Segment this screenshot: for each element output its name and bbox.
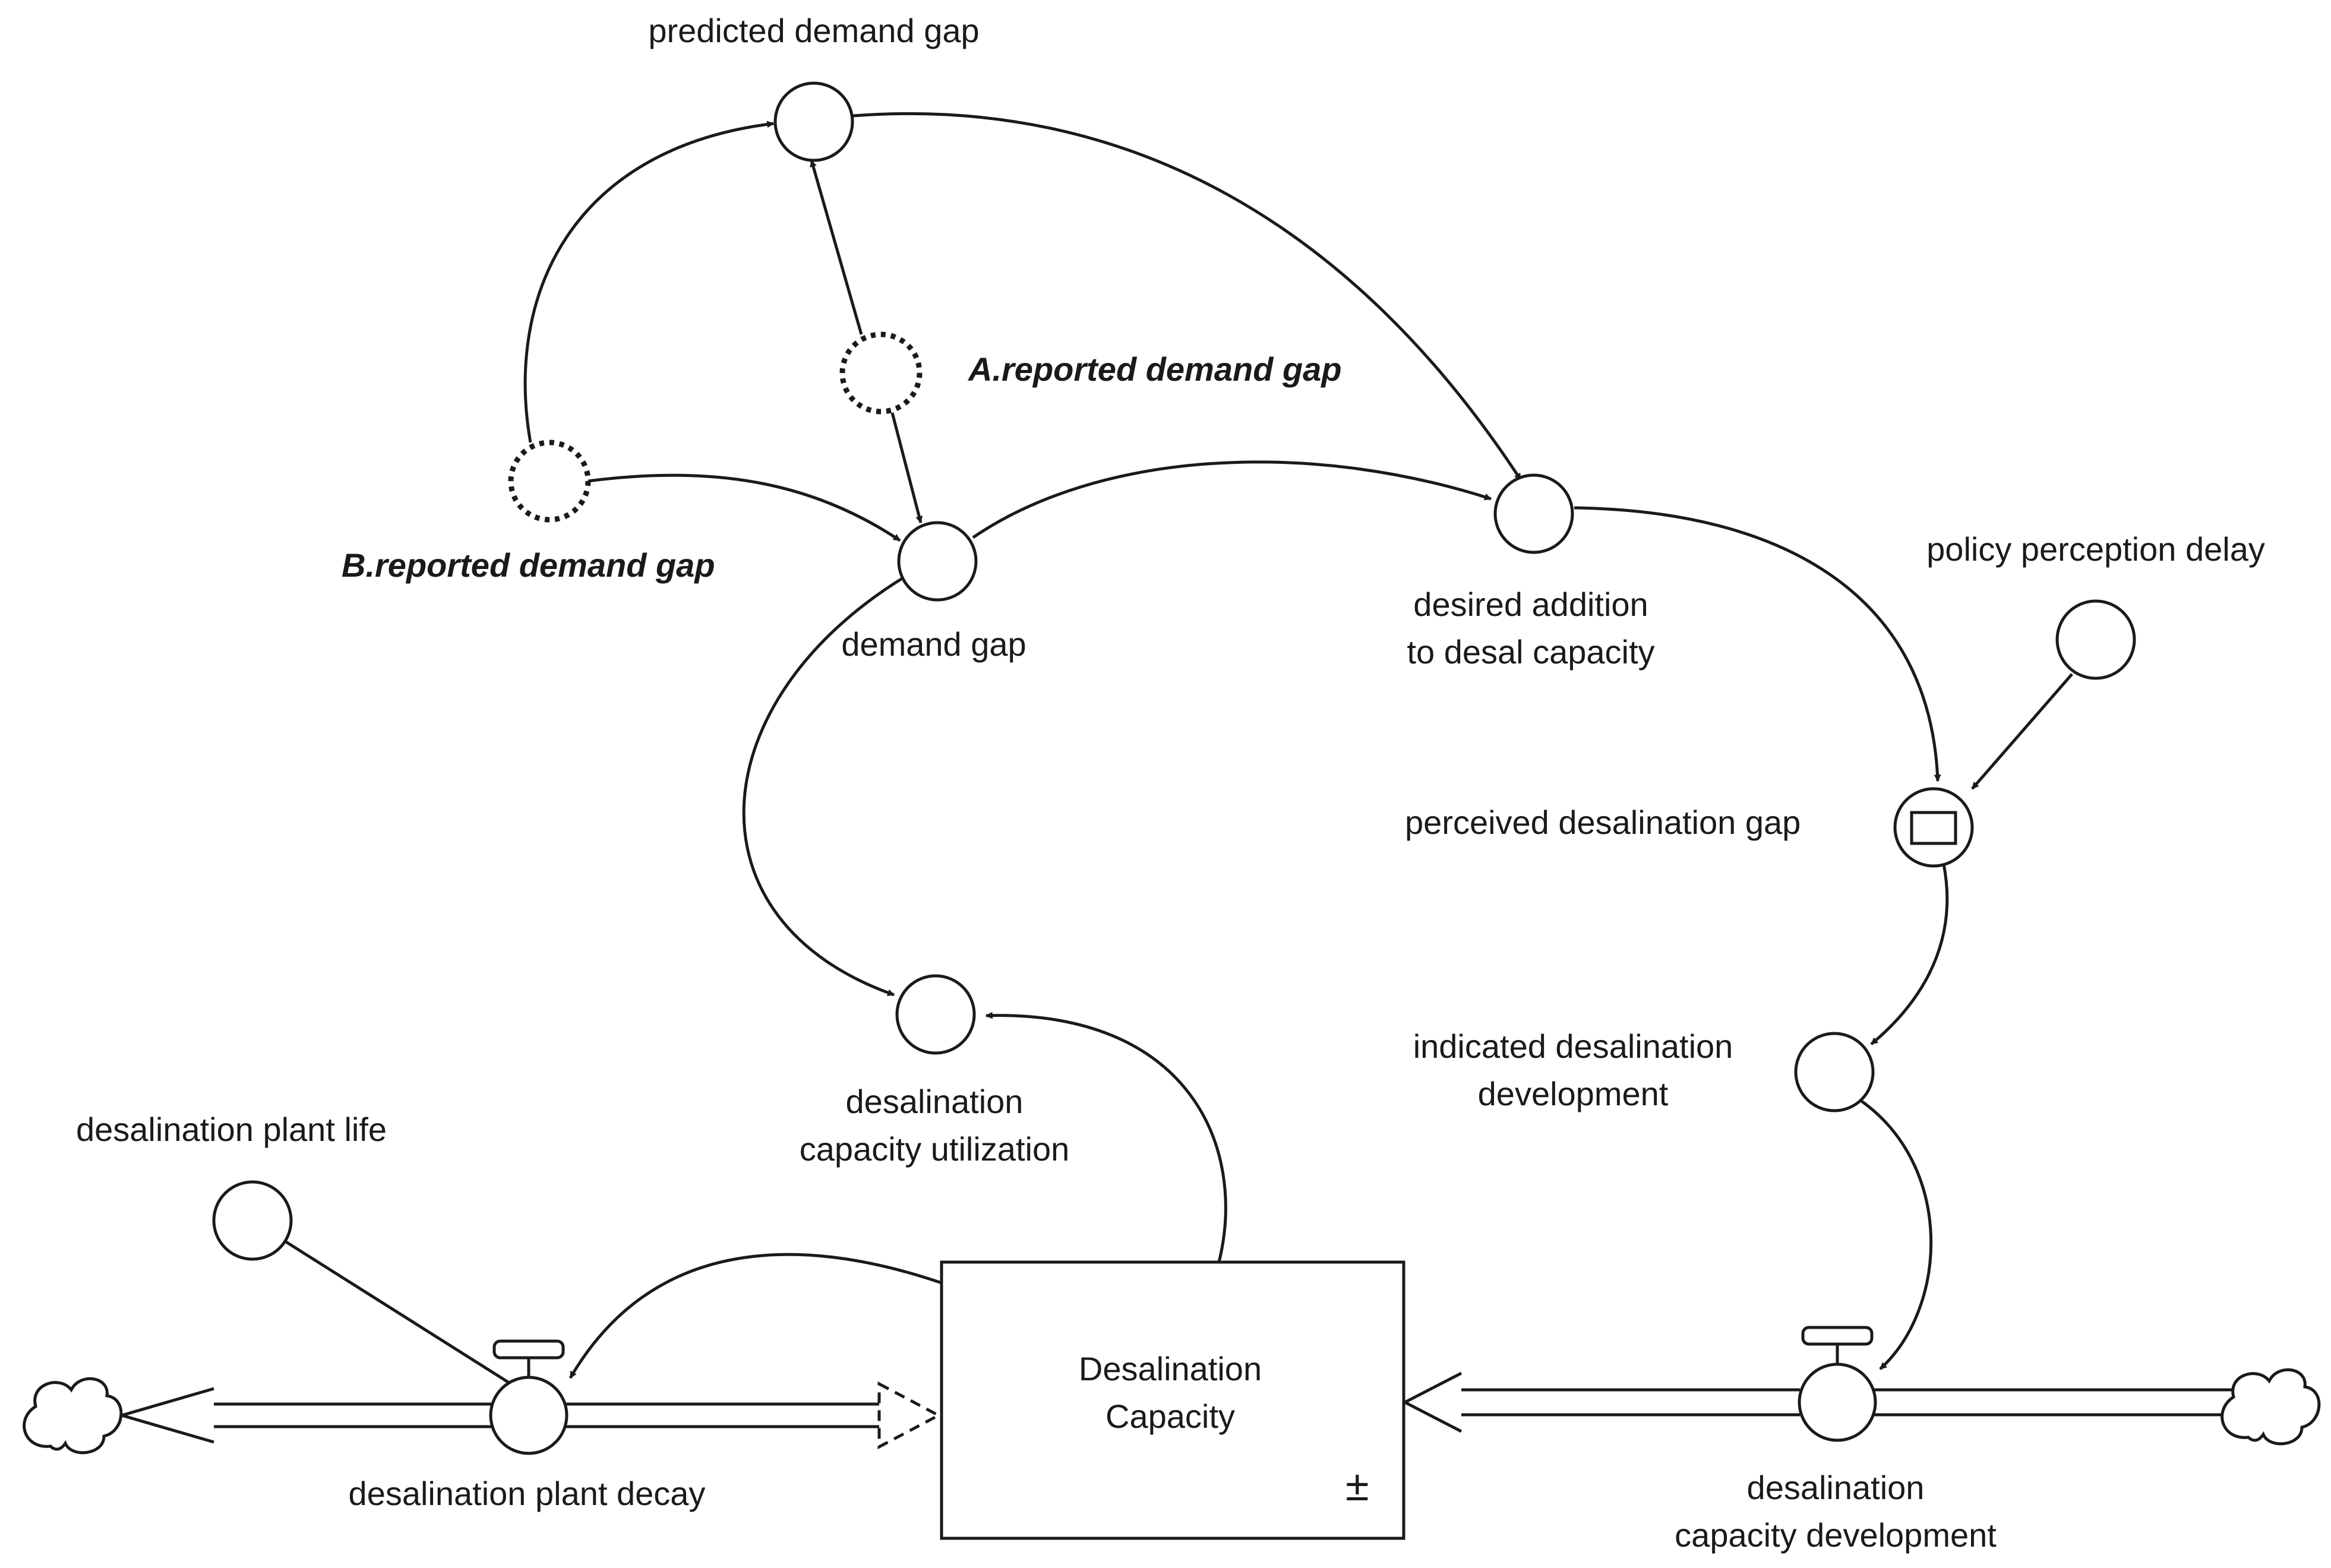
delay-box-icon [1910, 811, 1957, 845]
b-reported-demand-gap-label: B.reported demand gap [342, 546, 715, 584]
desalination-plant-decay-label: desalination plant decay [348, 1475, 706, 1512]
cloud-right-icon [2221, 1368, 2321, 1446]
decay-valve-icon[interactable] [489, 1339, 568, 1455]
desalination-capacity-stock[interactable] [940, 1260, 1405, 1540]
link-capacity-to-utilization [985, 1011, 1227, 1263]
development-inflow-arrowhead [1401, 1371, 1463, 1433]
stock-plus-minus-icon: ± [1345, 1462, 1369, 1510]
development-valve-icon[interactable] [1798, 1326, 1877, 1442]
decay-outflow-arrowhead [116, 1387, 214, 1444]
a-reported-demand-gap-shadow-node[interactable] [839, 331, 923, 415]
link-policy-delay-to-perceived [1971, 673, 2073, 790]
indicated-desalination-development-node[interactable] [1794, 1032, 1875, 1112]
link-demand-gap-to-utilization [742, 574, 907, 997]
a-reported-demand-gap-label: A.reported demand gap [968, 350, 1342, 388]
predicted-demand-gap-label: predicted demand gap [648, 12, 980, 49]
desired-addition-label: desired addition to desal capacity [1407, 586, 1655, 671]
link-demand-gap-to-desired [972, 460, 1492, 539]
link-plant-life-to-decay [284, 1240, 517, 1389]
decay-stock-dashed-end [877, 1381, 942, 1450]
link-desired-to-perceived [1574, 506, 1941, 782]
policy-perception-delay-node[interactable] [2055, 599, 2136, 680]
desalination-capacity-label: Desalination Capacity [1078, 1350, 1262, 1435]
cloud-left-icon [23, 1377, 123, 1455]
link-a-reported-to-demand-gap [890, 412, 923, 524]
link-perceived-to-indicated [1870, 864, 1949, 1045]
perceived-desalination-gap-label: perceived desalination gap [1405, 804, 1801, 841]
desalination-capacity-utilization-label: desalination capacity utilization [799, 1083, 1070, 1168]
desalination-capacity-development-label: desalination capacity development [1675, 1469, 1997, 1554]
demand-gap-label: demand gap [841, 625, 1026, 663]
link-b-reported-to-predicted [523, 121, 775, 443]
link-indicated-to-development [1857, 1097, 1933, 1370]
desired-addition-node[interactable] [1493, 473, 1574, 554]
predicted-demand-gap-node[interactable] [773, 81, 854, 162]
link-b-reported-to-demand-gap [588, 473, 901, 542]
b-reported-demand-gap-shadow-node[interactable] [508, 440, 591, 523]
desalination-plant-life-node[interactable] [212, 1180, 293, 1261]
desalination-capacity-utilization-node[interactable] [895, 974, 976, 1055]
decay-flow-pipe [116, 1381, 942, 1450]
link-predicted-to-desired [852, 112, 1523, 481]
development-flow-pipe [1401, 1371, 2240, 1433]
desalination-plant-life-label: desalination plant life [76, 1111, 387, 1148]
link-capacity-to-decay [568, 1253, 942, 1379]
policy-perception-delay-label: policy perception delay [1926, 530, 2265, 568]
demand-gap-node[interactable] [897, 521, 978, 602]
indicated-desalination-development-label: indicated desalination development [1413, 1028, 1733, 1112]
link-a-reported-to-predicted [810, 159, 863, 335]
